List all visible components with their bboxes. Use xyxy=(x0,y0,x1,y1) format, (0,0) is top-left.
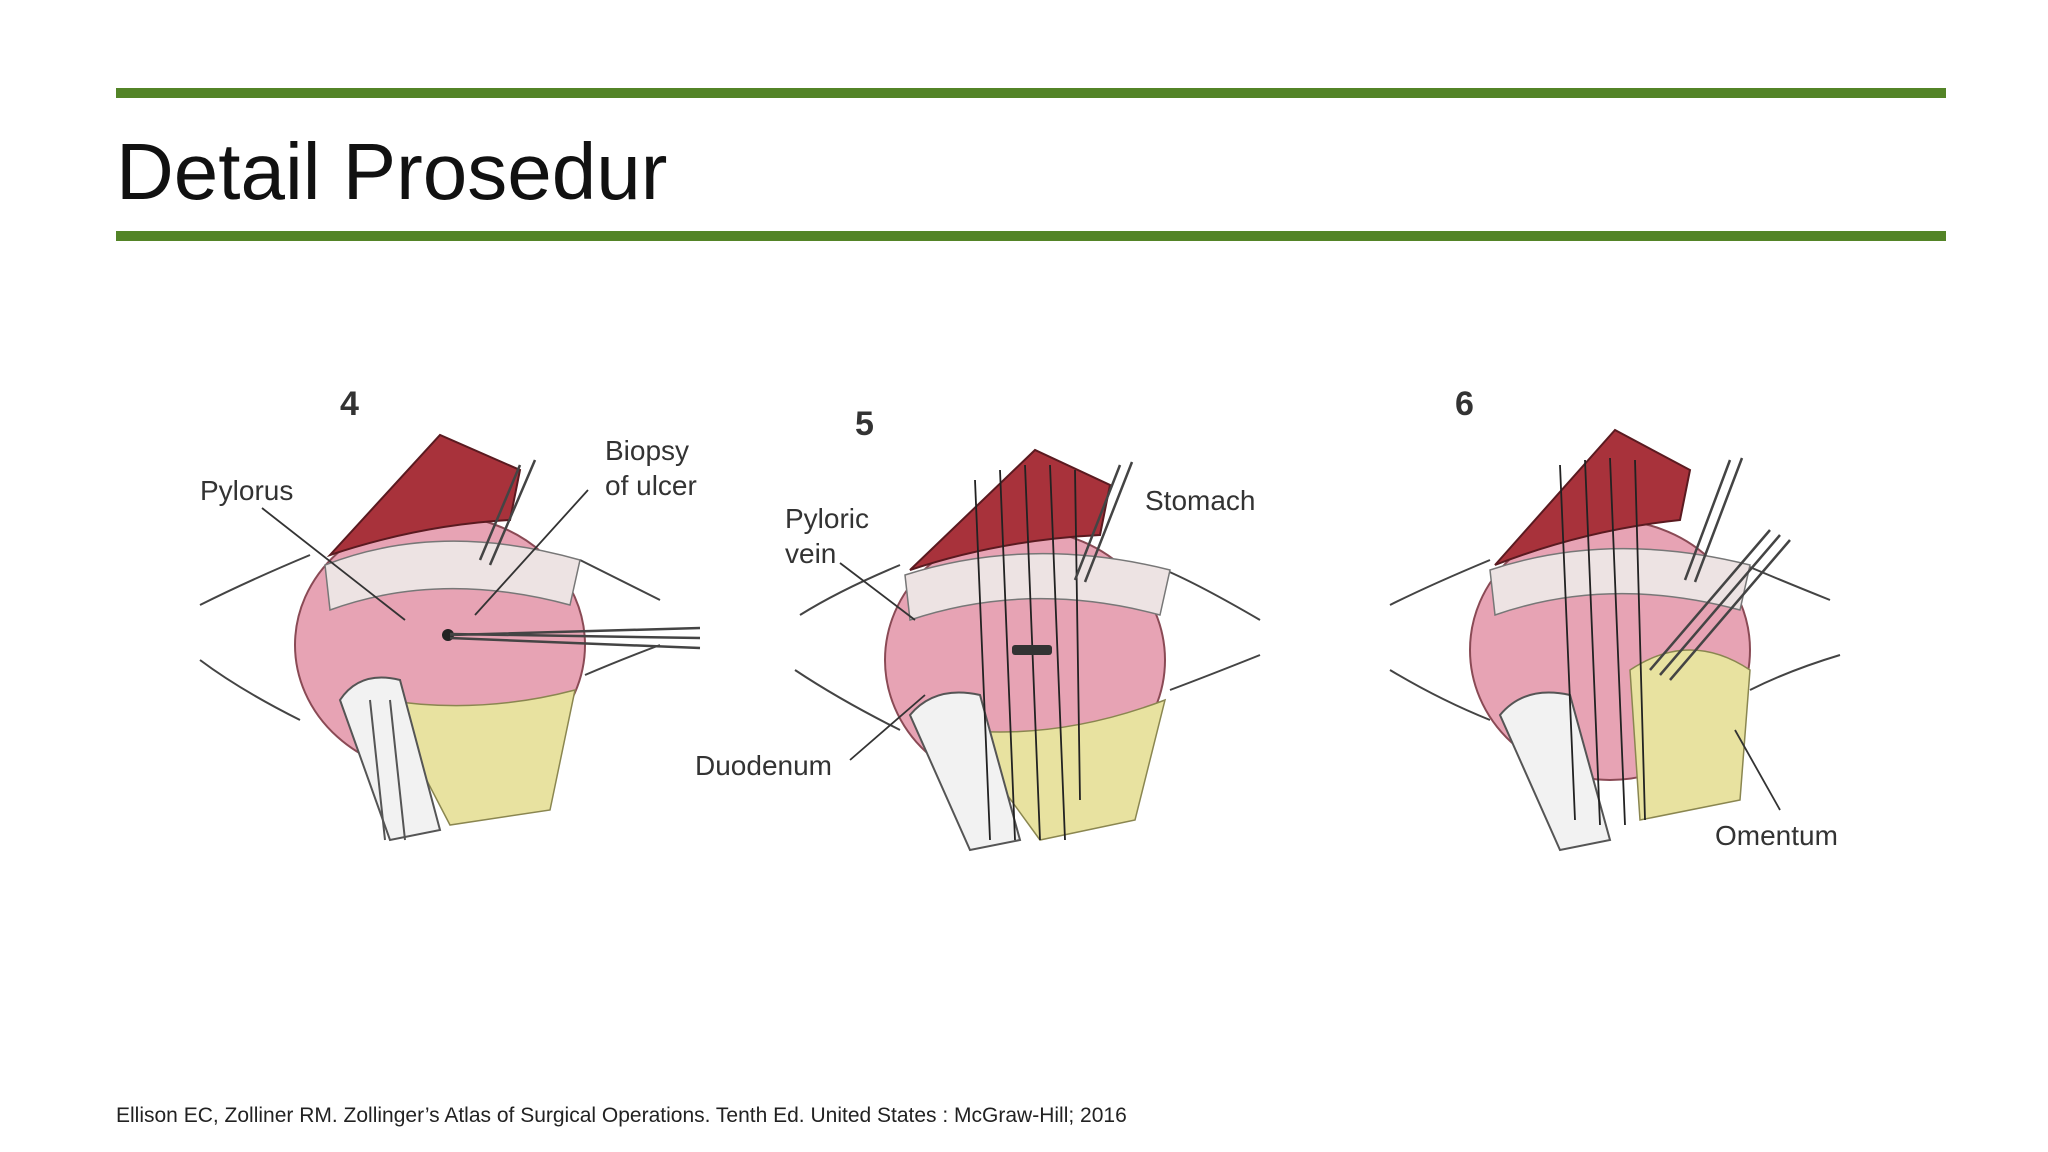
citation: Ellison EC, Zolliner RM. Zollinger’s Atl… xyxy=(116,1104,1127,1127)
label-stomach: Stomach xyxy=(1145,485,1256,516)
title-rule-top xyxy=(116,88,1946,98)
label-omentum: Omentum xyxy=(1715,820,1838,851)
panel-4: 4 Pylorus Biopsy of ulcer xyxy=(199,385,701,842)
label-pyloric: Pyloric xyxy=(785,503,869,534)
panel-4-number: 4 xyxy=(340,385,359,423)
label-biopsy: Biopsy xyxy=(605,435,689,466)
slide-title: Detail Prosedur xyxy=(116,127,668,216)
surgical-illustration: 4 Pylorus Biopsy of ulcer 5 Pyloric vein… xyxy=(190,370,1890,890)
panel-6-number: 6 xyxy=(1455,385,1474,423)
label-of-ulcer: of ulcer xyxy=(605,470,697,501)
panel-5-number: 5 xyxy=(855,405,874,443)
label-vein: vein xyxy=(785,538,836,569)
label-duodenum: Duodenum xyxy=(695,750,832,781)
title-rule-bottom xyxy=(116,231,1946,241)
panel-6: 6 Omentum xyxy=(1389,385,1841,852)
label-pylorus: Pylorus xyxy=(200,475,293,506)
panel-5: 5 Pyloric vein Stomach Duodenum xyxy=(695,405,1261,852)
